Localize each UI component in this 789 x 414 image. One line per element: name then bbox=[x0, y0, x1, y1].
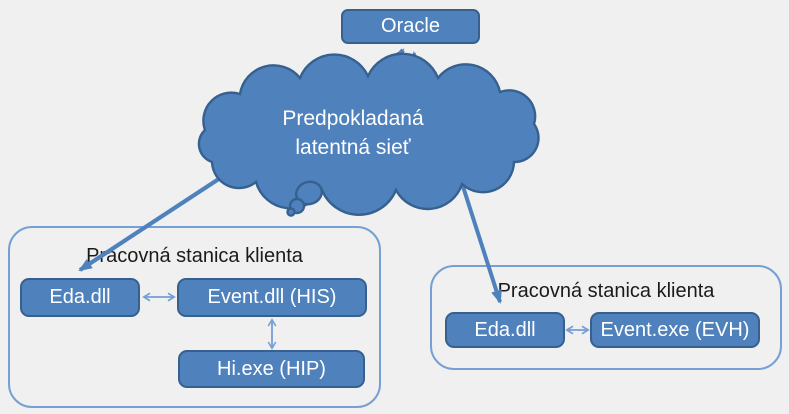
right-event-exe-node: Event.exe (EVH) bbox=[590, 312, 760, 348]
cloud-label-line2: latentná sieť bbox=[295, 136, 411, 159]
right-workstation-container bbox=[430, 265, 782, 370]
left-hi-exe-node: Hi.exe (HIP) bbox=[178, 350, 365, 388]
left-eda-dll-node: Eda.dll bbox=[20, 278, 140, 317]
thought-bubble-large bbox=[294, 180, 324, 206]
thought-bubble-medium bbox=[288, 197, 306, 215]
left-workstation-title: Pracovná stanica klienta bbox=[86, 245, 303, 267]
left-event-dll-node: Event.dll (HIS) bbox=[177, 278, 367, 317]
cloud-label-line1: Predpokladaná bbox=[282, 107, 424, 130]
thought-bubble-small bbox=[286, 207, 296, 217]
arrow-cloud-to-oracle-left bbox=[365, 48, 405, 97]
arrow-cloud-to-oracle-right bbox=[411, 50, 427, 101]
cloud-label: Predpokladaná latentná sieť bbox=[253, 104, 453, 162]
oracle-node: Oracle bbox=[341, 9, 480, 44]
right-eda-dll-node: Eda.dll bbox=[445, 312, 565, 348]
right-workstation-title: Pracovná stanica klienta bbox=[497, 280, 715, 302]
